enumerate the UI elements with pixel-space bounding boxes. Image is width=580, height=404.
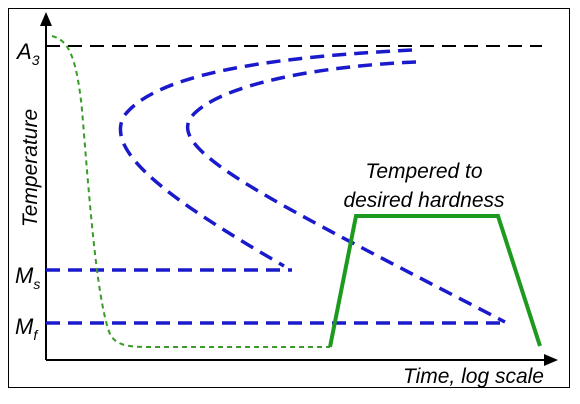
quench-cooling-curve [51, 35, 330, 348]
annotation-line-2: desired hardness [343, 189, 505, 212]
x-axis-arrow [544, 354, 558, 366]
tempering-path [328, 214, 542, 348]
transformation-finish-curve [185, 60, 506, 324]
transformation-start-curve [118, 48, 413, 268]
annotation-line-1: Tempered to [365, 160, 482, 183]
x-axis-label: Time, log scale [403, 365, 544, 388]
axes [40, 12, 558, 366]
mf-label: Mf [15, 314, 39, 343]
a3-label: A3 [15, 39, 40, 68]
y-axis-label: Temperature [19, 109, 42, 227]
y-axis-arrow [40, 12, 52, 26]
ms-label: Ms [15, 263, 40, 292]
